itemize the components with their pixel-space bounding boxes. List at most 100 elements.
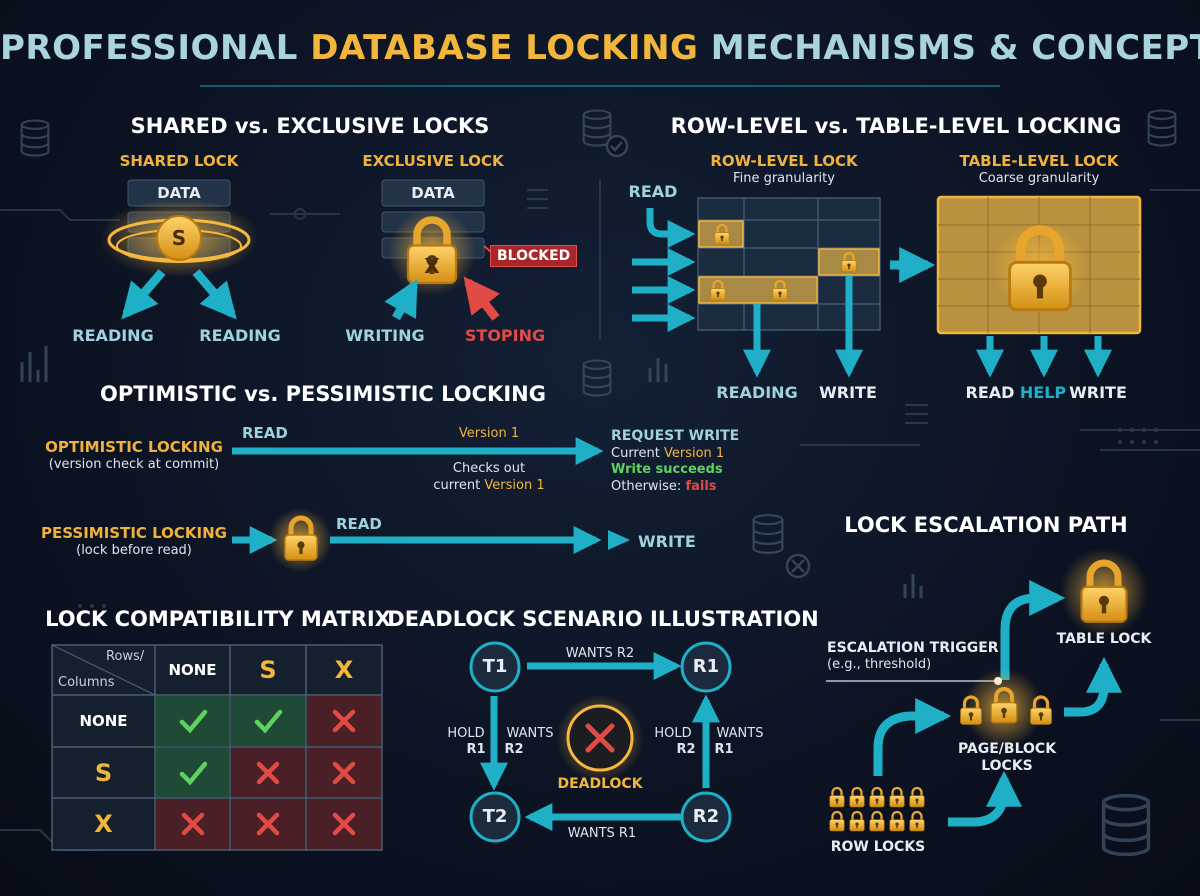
table-read-label: READ — [965, 383, 1015, 402]
incompatible-cell — [307, 748, 381, 797]
title-part2: MECHANISMS & CONCEPTS — [698, 28, 1200, 68]
writing-label: WRITING — [345, 326, 425, 345]
t1-node — [469, 641, 521, 693]
deadlock-center-label: DEADLOCK — [557, 776, 643, 792]
page-locks-label-2: LOCKS — [981, 758, 1033, 774]
shared-lock-label: SHARED LOCK — [119, 152, 239, 170]
matrix-col-header: S — [259, 656, 277, 684]
matrix-row-header: S — [94, 758, 113, 787]
pages-to-table-arrow-2 — [1064, 656, 1122, 717]
cross-icon — [332, 709, 356, 733]
reading-arrow-right — [192, 269, 237, 320]
matrix-corner-cols: Columns — [58, 675, 115, 690]
escalation-trigger-sub: (e.g., threshold) — [827, 657, 932, 672]
pessimistic-write-label: WRITE — [638, 532, 696, 551]
compatible-cell — [156, 748, 229, 797]
table-level-label: TABLE-LEVEL LOCK — [959, 152, 1119, 170]
page-title: PROFESSIONAL DATABASE LOCKING MECHANISMS… — [0, 28, 1200, 68]
left-wants-r-label: R2 — [504, 742, 524, 757]
optimistic-label: OPTIMISTIC LOCKING — [45, 438, 223, 456]
current-right-line: Current Version 1 — [611, 446, 724, 461]
current-version-line: current Version 1 — [433, 478, 544, 493]
table-level-block — [936, 195, 1142, 378]
checks-out-label: Checks out — [452, 461, 526, 476]
optimistic-read-label: READ — [242, 424, 288, 442]
row-locks-grid — [828, 786, 926, 832]
otherwise-line: Otherwise: fails — [611, 479, 717, 494]
stoping-label: STOPING — [464, 326, 546, 345]
deadlock-heading: DEADLOCK SCENARIO ILLUSTRATION — [387, 607, 819, 631]
database-icon — [1101, 793, 1151, 857]
left-hold-label: HOLD — [447, 726, 485, 741]
database-icon — [582, 109, 612, 147]
check-icon — [179, 761, 207, 785]
r2-label: R2 — [692, 806, 720, 827]
reading-right-label: READING — [199, 326, 281, 345]
table-level-sub: Coarse granularity — [978, 171, 1100, 186]
exclusive-lock-diagram — [381, 179, 500, 321]
compatible-cell — [231, 696, 305, 746]
incompatible-cell — [231, 799, 305, 849]
exclusive-lock-label: EXCLUSIVE LOCK — [362, 152, 504, 170]
check-icon — [254, 709, 283, 734]
shared-exclusive-heading: SHARED vs. EXCLUSIVE LOCKS — [130, 114, 490, 138]
opt-pess-heading: OPTIMISTIC vs. PESSIMISTIC LOCKING — [100, 382, 546, 406]
t2-label: T2 — [482, 806, 508, 827]
check-icon — [179, 709, 207, 734]
rows-to-pages-arrow-2 — [948, 770, 1022, 827]
incompatible-cell — [156, 799, 229, 849]
database-icon — [20, 119, 50, 157]
current-version: Version 1 — [484, 478, 545, 493]
pessimistic-sub: (lock before read) — [76, 543, 192, 558]
left-wants-label: WANTS — [506, 726, 554, 741]
incompatible-cell — [231, 748, 305, 797]
write-arrowhead — [608, 530, 630, 550]
cross-icon — [256, 761, 280, 784]
t2-node — [469, 791, 521, 843]
shared-symbol: S — [171, 226, 187, 250]
read-in-arrow — [646, 208, 696, 248]
cross-icon — [332, 812, 356, 836]
matrix-heading: LOCK COMPATIBILITY MATRIX — [45, 607, 391, 631]
current-prefix: current — [433, 478, 485, 493]
shared-data-label: DATA — [157, 184, 201, 202]
shared-lock-badge — [156, 215, 202, 261]
stoping-arrow — [463, 276, 500, 321]
row-read-in-label: READ — [628, 182, 678, 201]
table-write-label: WRITE — [1069, 383, 1127, 402]
rows-to-pages-arrow — [873, 698, 952, 776]
cross-icon — [181, 812, 204, 836]
matrix-row-header: X — [94, 810, 113, 838]
request-write-label: REQUEST WRITE — [611, 428, 740, 444]
cross-icon — [332, 761, 356, 784]
right-wants-r-label: R1 — [714, 742, 734, 757]
optimistic-sub: (version check at commit) — [48, 457, 220, 472]
database-icon — [582, 359, 612, 397]
exclusive-data-label: DATA — [411, 184, 455, 202]
table-lock-label: TABLE LOCK — [1056, 631, 1152, 647]
page-locks-label-1: PAGE/BLOCK — [957, 741, 1057, 757]
wants-r1-bottom-label: WANTS R1 — [567, 826, 637, 841]
database-icon — [752, 513, 784, 555]
cross-icon — [256, 812, 280, 836]
otherwise-label: Otherwise: — [611, 479, 686, 494]
title-part1: PROFESSIONAL — [0, 28, 311, 68]
table-help-label: HELP — [1019, 383, 1067, 402]
pessimistic-read-label: READ — [336, 515, 382, 533]
reading-left-label: READING — [72, 326, 154, 345]
pessimistic-label: PESSIMISTIC LOCKING — [41, 524, 227, 542]
matrix-col-header: NONE — [168, 661, 217, 679]
cross-icon — [791, 559, 805, 573]
deadlock-diagram — [469, 641, 732, 843]
escalation-diagram — [826, 548, 1148, 832]
check-icon — [610, 141, 623, 152]
version-top-label: Version 1 — [458, 426, 520, 441]
write-succeeds-label: Write succeeds — [611, 462, 723, 477]
incompatible-cell — [307, 799, 381, 849]
fails-label: fails — [685, 479, 717, 494]
cross-icon — [585, 723, 615, 753]
optimistic-pessimistic-diagram — [232, 437, 630, 572]
title-highlight: DATABASE LOCKING — [310, 28, 699, 68]
dot-grid — [78, 428, 1158, 608]
matrix-corner-rows: Rows/ — [106, 649, 145, 664]
